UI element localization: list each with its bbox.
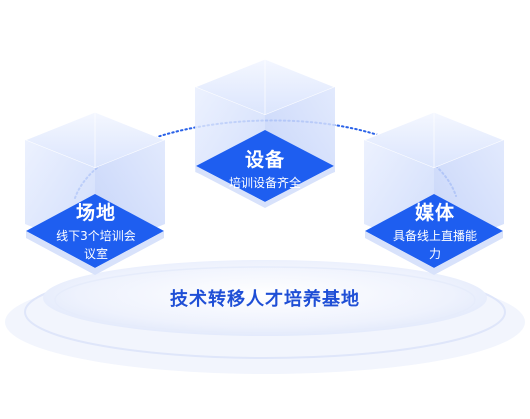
cube-venue (23, 111, 167, 275)
cube-venue-title: 场地 (75, 202, 117, 224)
cube-equipment-desc: 培训设备齐全 (228, 176, 301, 190)
platform-top (43, 260, 487, 336)
cube-media-desc: 具备线上直播能力 (392, 229, 477, 261)
cube-media-title: 媒体 (414, 202, 456, 224)
base-title: 技术转移人才培养基地 (170, 289, 360, 310)
cube-media (362, 111, 506, 275)
platform-inner-ring (54, 266, 476, 334)
cube-venue-desc: 线下3个培训会议室 (56, 229, 136, 261)
cube-equipment (193, 58, 337, 208)
cube-equipment-title: 设备 (244, 149, 286, 171)
